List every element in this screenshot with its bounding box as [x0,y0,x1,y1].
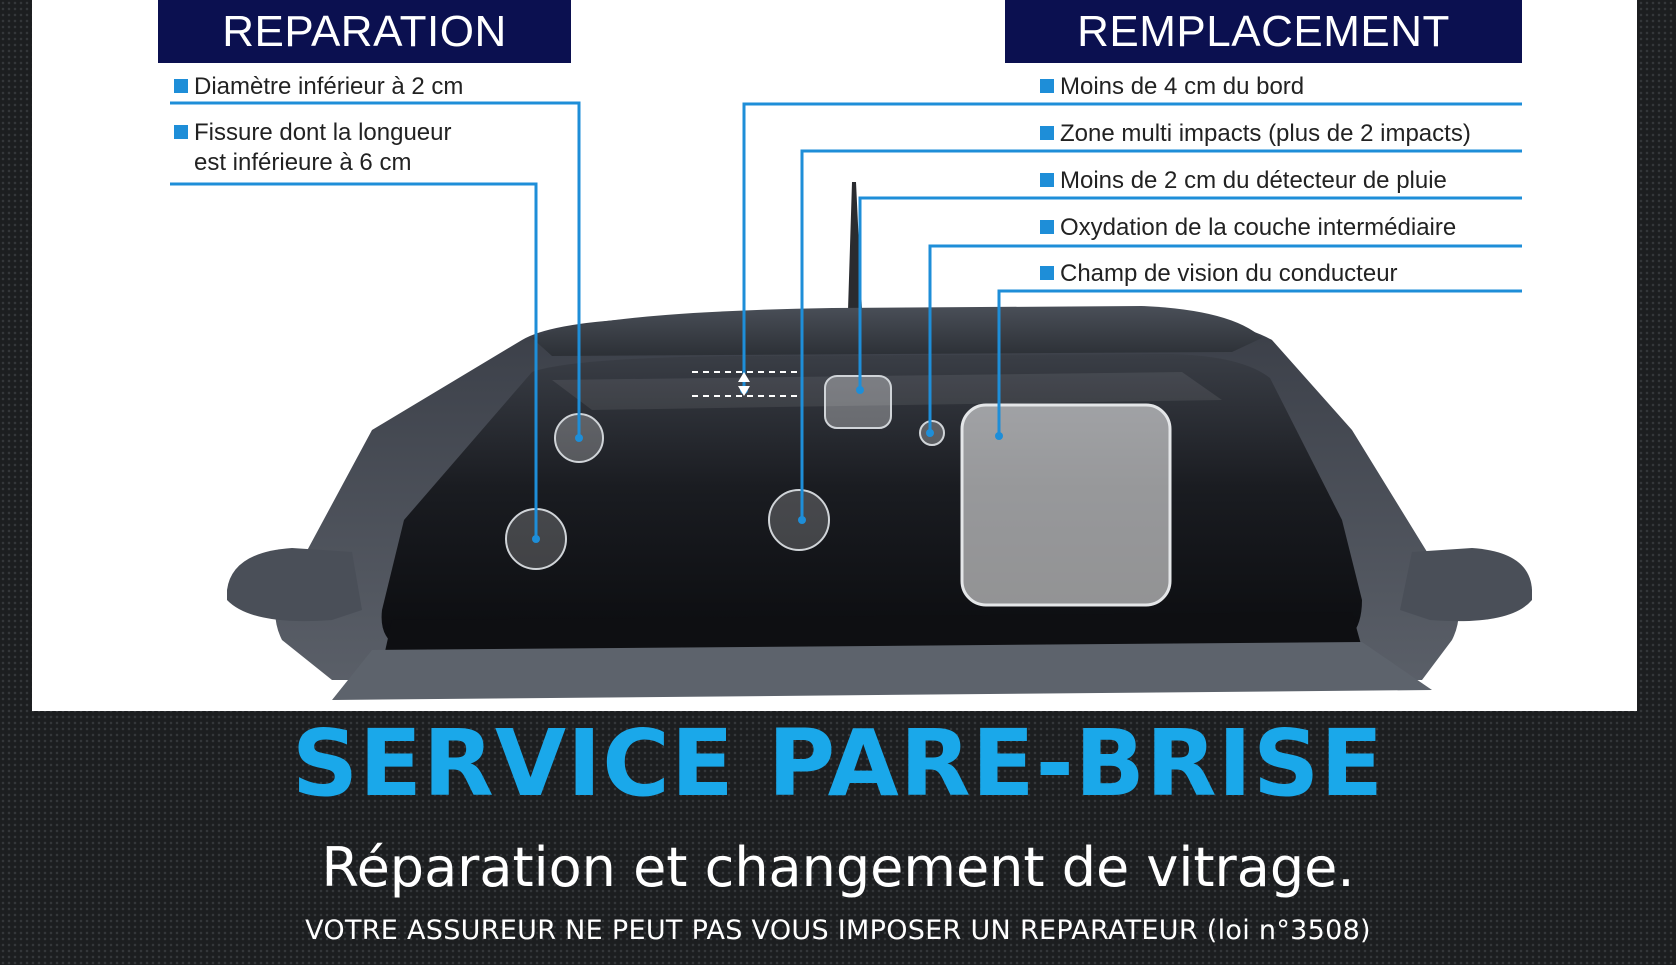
remplacement-item-5: Champ de vision du conducteur [1040,259,1398,289]
bullet-square-icon [1040,266,1054,280]
remplacement-header: REMPLACEMENT [1005,0,1522,63]
remplacement-item-1: Moins de 4 cm du bord [1040,72,1304,102]
car-hood [332,642,1432,700]
remplacement-item-3: Moins de 2 cm du détecteur de pluie [1040,166,1447,196]
remplacement-item-4: Oxydation de la couche intermédiaire [1040,213,1456,243]
right-mirror [1400,548,1532,622]
car-roof [532,306,1262,356]
bullet-square-icon [1040,126,1054,140]
bullet-square-icon [174,79,188,93]
service-subtitle: Réparation et changement de vitrage. [321,836,1355,899]
bullet-square-icon [1040,79,1054,93]
reparation-item-2: Fissure dont la longueur est inférieure … [174,118,451,178]
reparation-item-1: Diamètre inférieur à 2 cm [174,72,463,102]
infographic-panel: REPARATION REMPLACEMENT Diamètre inférie… [32,0,1637,711]
bullet-square-icon [1040,173,1054,187]
service-title: SERVICE PARE-BRISE [291,710,1385,817]
bullet-square-icon [174,125,188,139]
bullet-square-icon [1040,220,1054,234]
remplacement-item-2: Zone multi impacts (plus de 2 impacts) [1040,119,1471,149]
reparation-header: REPARATION [158,0,571,63]
legal-notice: VOTRE ASSUREUR NE PEUT PAS VOUS IMPOSER … [305,915,1371,946]
left-mirror [227,548,362,622]
car-illustration [170,101,1532,700]
